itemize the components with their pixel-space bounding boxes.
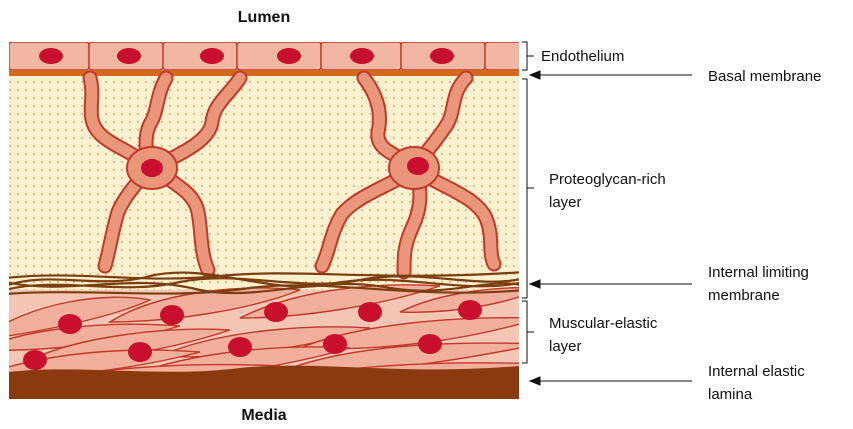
- internal-elastic-lamina: [9, 372, 519, 399]
- brackets: [522, 42, 534, 363]
- nucleus: [128, 342, 152, 362]
- nucleus: [323, 334, 347, 354]
- nucleus: [228, 337, 252, 357]
- nucleus: [430, 48, 454, 64]
- proteoglycan-label-line2: layer: [549, 194, 582, 211]
- endothelium-bracket: [522, 42, 527, 70]
- basal-membrane-label: Basal membrane: [708, 68, 821, 85]
- media-label: Media: [241, 407, 286, 424]
- proteoglycan-label-line1: Proteoglycan-rich: [549, 171, 666, 188]
- nucleus: [160, 305, 184, 325]
- internal-limiting-label-line1: Internal limiting: [708, 264, 809, 281]
- lumen-label: Lumen: [238, 9, 290, 26]
- internal-elastic-label-line2: lamina: [708, 386, 753, 403]
- muscular-bracket: [522, 301, 527, 363]
- nucleus: [277, 48, 301, 64]
- nucleus: [117, 48, 141, 64]
- nucleus: [418, 334, 442, 354]
- nucleus: [358, 302, 382, 322]
- proteoglycan-bracket: [522, 79, 527, 298]
- nucleus: [458, 300, 482, 320]
- muscular-label-line1: Muscular-elastic: [549, 315, 658, 332]
- nucleus: [58, 314, 82, 334]
- nucleus: [23, 350, 47, 370]
- nucleus: [350, 48, 374, 64]
- internal-elastic-label-line1: Internal elastic: [708, 363, 805, 380]
- nucleus: [200, 48, 224, 64]
- endothelium-layer: [9, 42, 525, 70]
- endothelial-cell: [485, 42, 525, 70]
- muscular-label-line2: layer: [549, 338, 582, 355]
- nucleus: [141, 159, 163, 177]
- vessel-wall: [0, 42, 540, 399]
- nucleus: [264, 302, 288, 322]
- nucleus: [39, 48, 63, 64]
- internal-limiting-label-line2: membrane: [708, 287, 780, 304]
- nucleus: [407, 157, 429, 175]
- endothelium-label: Endothelium: [541, 48, 624, 65]
